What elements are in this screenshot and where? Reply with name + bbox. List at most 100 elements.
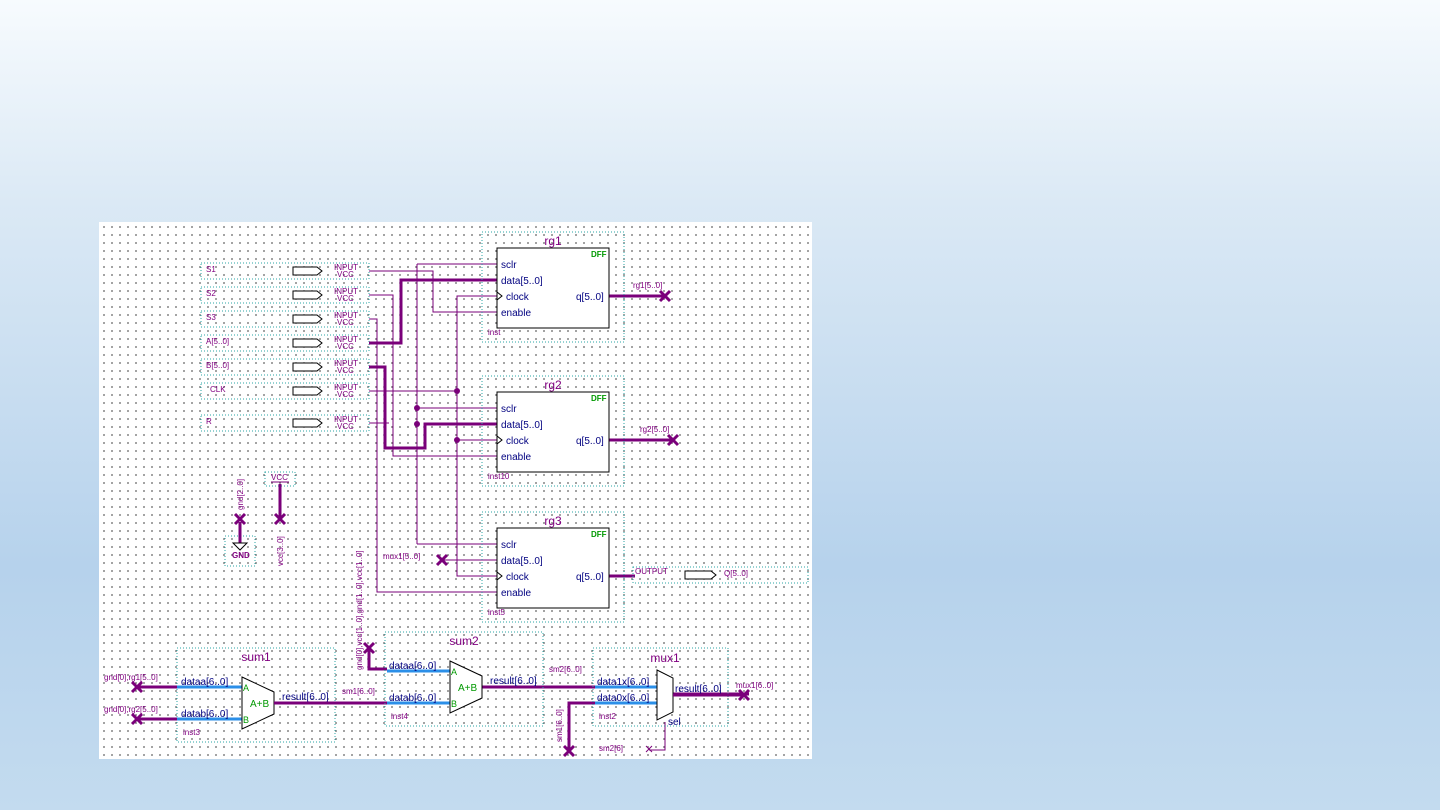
input-pin-s2[interactable]: S2 INPUT VCC — [200, 286, 370, 304]
pin-name: Q[5..0] — [724, 569, 748, 578]
rg1-output-net[interactable]: rg1[5..0] — [633, 281, 672, 303]
pin-name: A[5..0] — [206, 337, 229, 346]
pin-name: B[5..0] — [206, 361, 229, 370]
pin-name: S3 — [206, 313, 216, 322]
net-label-d0: sm1[6..0] — [555, 709, 564, 742]
port-sclr: sclr — [501, 540, 517, 551]
input-pin-a[interactable]: A[5..0] INPUT VCC — [200, 334, 370, 352]
port-sel: sel — [668, 717, 681, 728]
net-label: gnd[2..0] — [236, 479, 245, 510]
pin-default: VCC — [337, 422, 354, 431]
pin-type: INPUT — [334, 383, 358, 392]
instance-name: inst5 — [488, 608, 505, 617]
block-title: sum2 — [449, 634, 479, 648]
instance-name: inst2 — [599, 712, 616, 721]
dff-title: rg3 — [544, 514, 562, 528]
port-q: q[5..0] — [576, 436, 604, 447]
gnd-label: GND — [232, 551, 250, 560]
port-dataa: dataa[6..0] — [389, 661, 436, 672]
pin-type: INPUT — [334, 287, 358, 296]
adder-sum2[interactable]: sum2 dataa[6..0] datab[6..0] A B A+B res… — [384, 631, 544, 727]
port-sclr: sclr — [501, 404, 517, 415]
dff-type-label: DFF — [591, 250, 607, 259]
dff-title: rg2 — [544, 378, 562, 392]
port-data: data[5..0] — [501, 420, 543, 431]
mux-mux1[interactable]: mux1 data1x[6..0] data0x[6..0] result[6.… — [592, 647, 729, 728]
vcc-symbol[interactable]: VCC vcc[3..0] — [264, 471, 296, 566]
instance-name: inst10 — [488, 472, 510, 481]
pin-type: OUTPUT — [635, 567, 668, 576]
sum2-input-net[interactable]: gnd[0],vcc[1..0],gnd[1..0],vcc[1..0] sm2… — [355, 550, 582, 674]
dff-type-label: DFF — [591, 530, 607, 539]
gnd-symbol[interactable]: GND gnd[2..0] — [224, 479, 256, 567]
pin-type: INPUT — [334, 415, 358, 424]
port-data0x: data0x[6..0] — [597, 693, 649, 704]
pin-default: VCC — [337, 390, 354, 399]
dff-rg3[interactable]: rg3 DFF sclr data[5..0] clock enable q[5… — [481, 511, 625, 623]
input-pin-s3[interactable]: S3 INPUT VCC — [200, 310, 370, 328]
dff-title: rg1 — [544, 234, 562, 248]
dff-rg2[interactable]: rg2 DFF sclr data[5..0] clock enable q[5… — [481, 375, 625, 487]
input-pin-b[interactable]: B[5..0] INPUT VCC — [200, 358, 370, 376]
unconnected-marker — [666, 433, 680, 447]
net-label-sel: sm2[6] — [599, 744, 623, 753]
pin-type: INPUT — [334, 335, 358, 344]
port-enable: enable — [501, 308, 531, 319]
adder-op: A+B — [250, 699, 270, 710]
pin-name: S2 — [206, 289, 216, 298]
dff-type-label: DFF — [591, 394, 607, 403]
dff-rg1[interactable]: rg1 DFF sclr data[5..0] clock enable q[5… — [481, 231, 625, 343]
schematic-canvas: .lbl { fill:#800080; font-size:8px; } .p… — [99, 222, 812, 759]
unconnected-marker — [435, 553, 449, 567]
instance-name: inst4 — [391, 712, 408, 721]
wires — [369, 263, 673, 593]
rg2-output-net[interactable]: rg2[5..0] — [640, 425, 680, 447]
pin-type: INPUT — [334, 311, 358, 320]
output-pin-q[interactable]: OUTPUT Q[5..0] — [632, 566, 809, 584]
port-enable: enable — [501, 452, 531, 463]
rg3-input-net[interactable]: mux1[5..0] — [383, 552, 449, 567]
net-label: gnd[0],vcc[1..0],gnd[1..0],vcc[1..0] — [355, 550, 364, 670]
port-q: q[5..0] — [576, 572, 604, 583]
pin-type: INPUT — [334, 359, 358, 368]
vcc-label: VCC — [271, 473, 288, 482]
input-pin-clk[interactable]: CLK INPUT VCC — [200, 382, 370, 400]
port-clock: clock — [506, 292, 530, 303]
adder-b-label: B — [451, 699, 457, 709]
input-pin-s1[interactable]: S1 INPUT VCC — [200, 262, 370, 280]
sum1-input-nets[interactable]: gnd[0],rg1[5..0] gnd[0],rg2[5..0] — [104, 673, 177, 726]
net-label: mux1[5..0] — [383, 552, 420, 561]
pin-name: S1 — [206, 265, 216, 274]
port-clock: clock — [506, 572, 530, 583]
unconnected-marker — [658, 289, 672, 303]
adder-a-label: A — [451, 667, 457, 677]
adder-b-label: B — [243, 715, 249, 725]
net-label-a: gnd[0],rg1[5..0] — [104, 673, 158, 682]
mux1-nets[interactable]: sm1[6..0] sm2[6] mux1[6..0] — [555, 681, 773, 758]
instance-name: inst3 — [183, 728, 200, 737]
pin-default: VCC — [337, 294, 354, 303]
pin-name: CLK — [210, 385, 226, 394]
port-result: result[6..0] — [490, 676, 537, 687]
port-dataa: dataa[6..0] — [181, 677, 228, 688]
pin-default: VCC — [337, 366, 354, 375]
net-label: sm1[6..0] — [342, 687, 375, 696]
adder-sum1[interactable]: sum1 dataa[6..0] datab[6..0] A B A+B res… — [176, 647, 336, 743]
net-label-b: gnd[0],rg2[5..0] — [104, 705, 158, 714]
unconnected-marker — [273, 512, 287, 526]
schematic-drawing: .lbl { fill:#800080; font-size:8px; } .p… — [104, 231, 809, 758]
block-title: mux1 — [650, 651, 680, 665]
pin-type: INPUT — [334, 263, 358, 272]
port-data: data[5..0] — [501, 556, 543, 567]
port-enable: enable — [501, 588, 531, 599]
block-title: sum1 — [241, 650, 271, 664]
port-datab: datab[6..0] — [389, 693, 436, 704]
adder-op: A+B — [458, 683, 478, 694]
port-datab: datab[6..0] — [181, 709, 228, 720]
input-pin-r[interactable]: R INPUT VCC — [200, 414, 370, 432]
port-clock: clock — [506, 436, 530, 447]
pin-default: VCC — [337, 270, 354, 279]
port-result: result[6..0] — [675, 684, 722, 695]
port-q: q[5..0] — [576, 292, 604, 303]
